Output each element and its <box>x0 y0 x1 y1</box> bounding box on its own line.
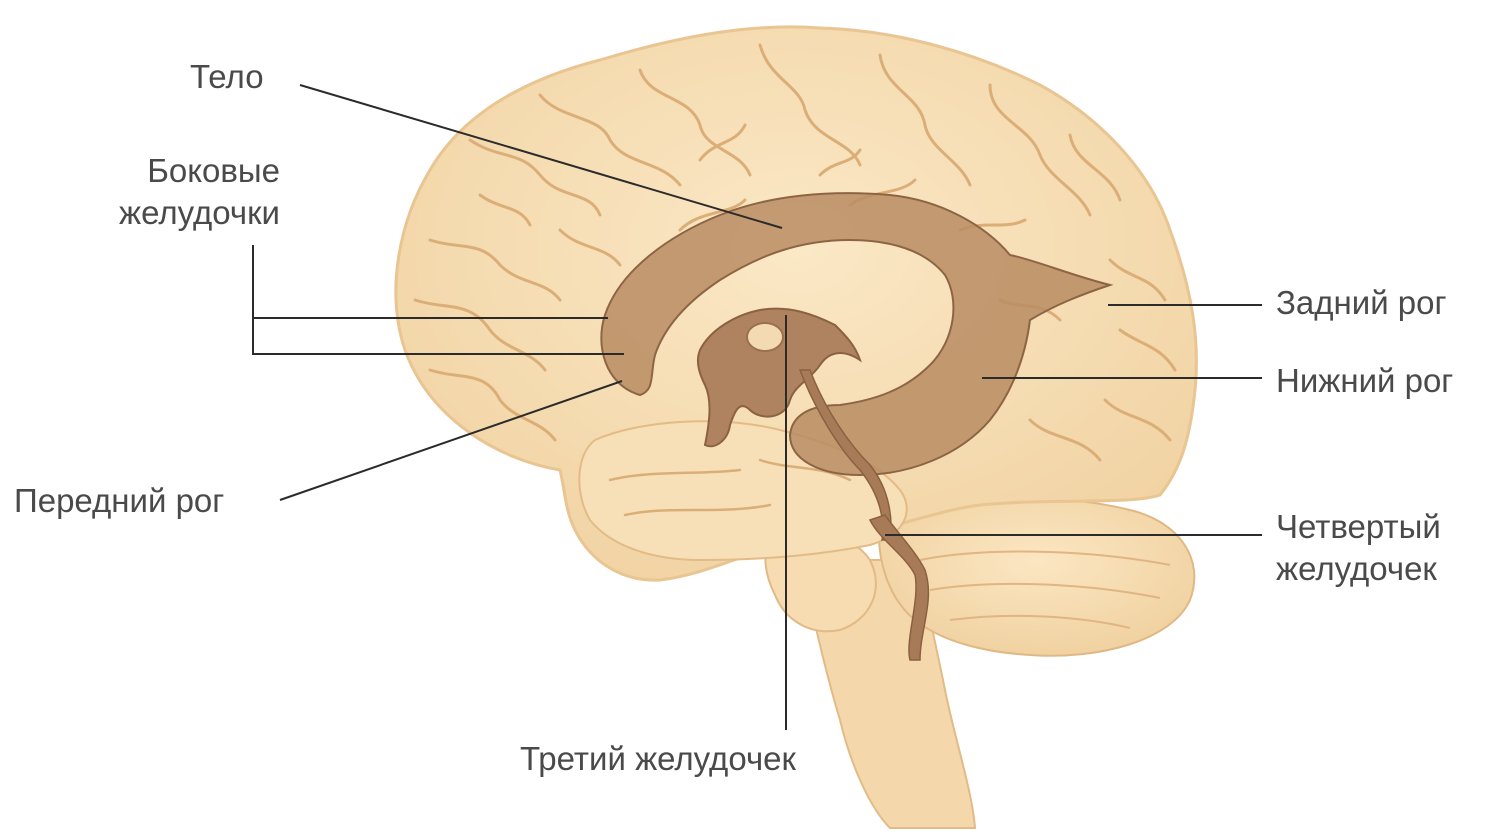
label-fourth-ventricle: Четвертый желудочек <box>1276 506 1441 590</box>
label-third-ventricle: Третий желудочек <box>520 738 796 780</box>
label-lateral-ventricles: Боковые желудочки <box>72 150 280 234</box>
label-body: Тело <box>190 56 264 98</box>
label-anterior-horn: Передний рог <box>14 480 224 522</box>
label-inferior-horn: Нижний рог <box>1276 360 1453 402</box>
label-posterior-horn: Задний рог <box>1276 282 1447 324</box>
label-fourth-ventricle-line2: желудочек <box>1276 548 1441 590</box>
label-fourth-ventricle-line1: Четвертый <box>1276 506 1441 548</box>
label-lateral-ventricles-line2: желудочки <box>72 192 280 234</box>
interthalamic-adhesion <box>747 323 783 351</box>
label-lateral-ventricles-line1: Боковые <box>72 150 280 192</box>
